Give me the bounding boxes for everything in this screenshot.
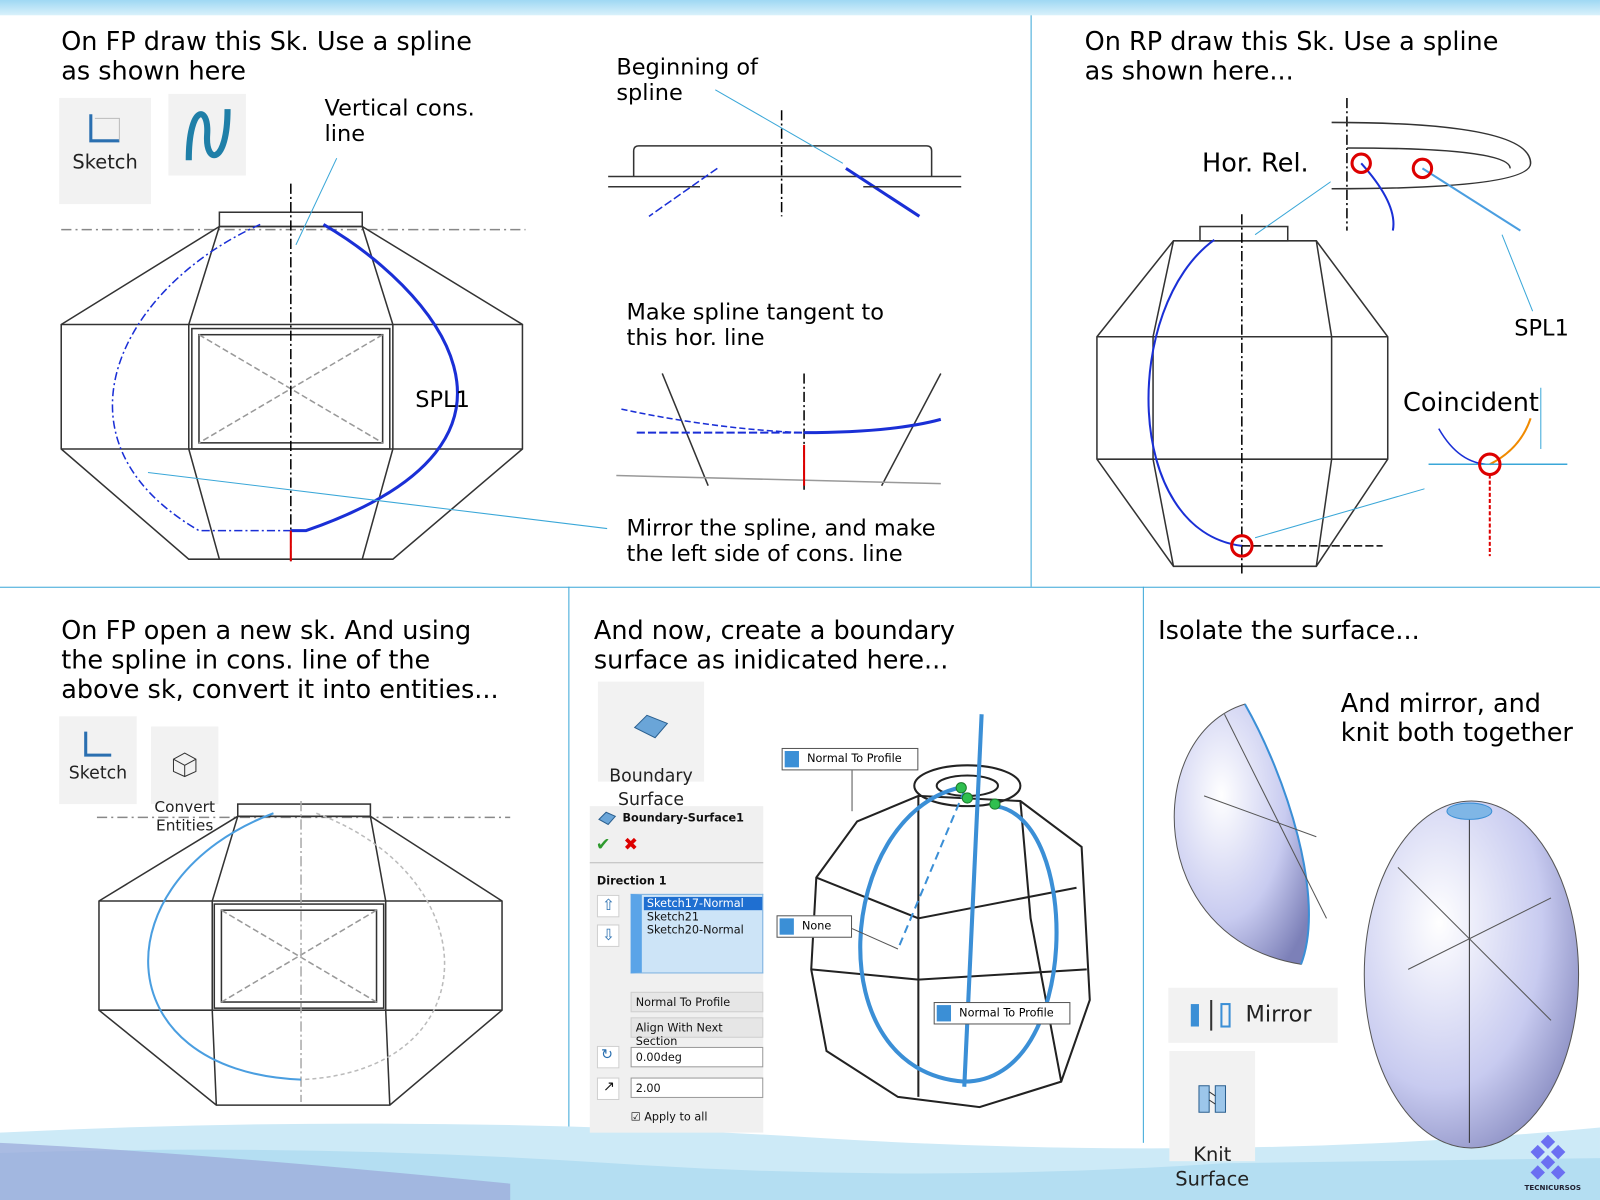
tecnicursos-logo [1530,1134,1566,1180]
spline-icon [185,109,231,161]
vertical-cons-label: Vertical cons. line [324,95,475,147]
property-manager: Boundary-Surface1 ✔ ✖ Direction 1 ⇧ ⇩ Sk… [589,806,764,1133]
knit-surface-label: Knit Surface [1175,1143,1250,1191]
surface-models [1173,703,1580,1149]
divider [1030,15,1032,587]
mirror-button[interactable]: Mirror [1168,987,1338,1043]
knit-surface-button[interactable]: Knit Surface [1169,1051,1256,1191]
divider [568,586,570,1143]
top-bar [0,0,1600,16]
bottom-wave [0,1123,1600,1200]
mirror-instruction-label: Mirror the spline, and make the left sid… [626,516,936,568]
coincident-label: Coincident [1403,387,1539,418]
spl1-label-rp: SPL1 [1514,316,1569,342]
spline-button[interactable] [168,93,246,176]
convert-label: Convert Entities [154,797,215,835]
sketch-label: Sketch [72,151,138,174]
list-item[interactable]: Sketch20-Normal [646,923,744,937]
move-down-button[interactable]: ⇩ [596,924,620,947]
front-plane-sketch [60,157,608,562]
beginning-label: Beginning of spline [616,55,758,107]
apply-all-label: Apply to all [644,1110,708,1124]
tangent-length-input[interactable]: 2.00 [630,1077,764,1098]
tangency-callout[interactable]: Normal To Profile [781,747,919,771]
spline-start-detail [608,89,962,218]
tangency-callout[interactable]: Normal To Profile [933,1002,1071,1025]
angle-icon: ↻ [596,1045,620,1069]
converted-sketch [96,801,511,1106]
mirror-knit-text: And mirror, and knit both together [1340,688,1573,747]
convert-entities-button[interactable]: Convert Entities [151,726,219,835]
boundary-surface-model [810,714,1091,1109]
panel1-title: On FP draw this Sk. Use a spline as show… [61,26,472,86]
tangent-label: Make spline tangent to this hor. line [626,299,884,352]
list-item[interactable]: Sketch21 [646,910,700,924]
sketch-icon [84,731,112,757]
sketch-button[interactable]: Sketch [59,716,137,805]
convert-entities-icon [172,752,197,778]
tangent-length-icon: ↗ [596,1077,620,1100]
panel3-title: On FP open a new sk. And using the splin… [61,615,499,705]
sketch-label: Sketch [68,763,128,784]
list-item[interactable]: Sketch17-Normal [643,896,763,911]
alignment-select[interactable]: Align With Next Section [630,1017,764,1048]
mirror-icon [1190,999,1231,1031]
boundary-surface-button[interactable]: Boundary Surface [597,681,705,810]
divider [0,586,1600,588]
panel5-title: Isolate the surface... [1158,615,1420,645]
sketch-icon [89,114,120,143]
draft-angle-input[interactable]: 0.00deg [630,1046,764,1068]
move-up-button[interactable]: ⇧ [596,894,620,918]
tangency-type-select[interactable]: Normal To Profile [630,991,764,1013]
boundary-surface-icon [598,811,617,826]
mirror-label: Mirror [1245,1002,1312,1028]
apply-all-checkbox[interactable]: ☑ Apply to all [630,1110,708,1124]
tangency-callout[interactable]: None [776,915,853,938]
curves-list[interactable]: Sketch17-Normal Sketch21 Sketch20-Normal [630,893,764,974]
right-plane-sketch [1096,97,1568,582]
spl1-label: SPL1 [415,387,470,414]
boundary-surface-label: Boundary Surface [609,766,693,811]
knit-surface-icon [1198,1085,1227,1113]
separator [589,862,764,864]
feature-title: Boundary-Surface1 [622,811,744,825]
panel4-title: And now, create a boundary surface as in… [593,615,956,675]
ok-icon[interactable]: ✔ [595,834,611,856]
sketch-button[interactable]: Sketch [59,97,152,205]
direction-header[interactable]: Direction 1 [596,874,667,888]
logo-text: TECNICURSOS [1524,1183,1582,1192]
boundary-surface-icon [633,714,669,739]
panel2-title: On RP draw this Sk. Use a spline as show… [1084,26,1499,86]
hor-rel-label: Hor. Rel. [1202,147,1309,178]
tangent-detail [616,373,942,490]
divider [1142,586,1144,1143]
cancel-icon[interactable]: ✖ [623,834,639,856]
